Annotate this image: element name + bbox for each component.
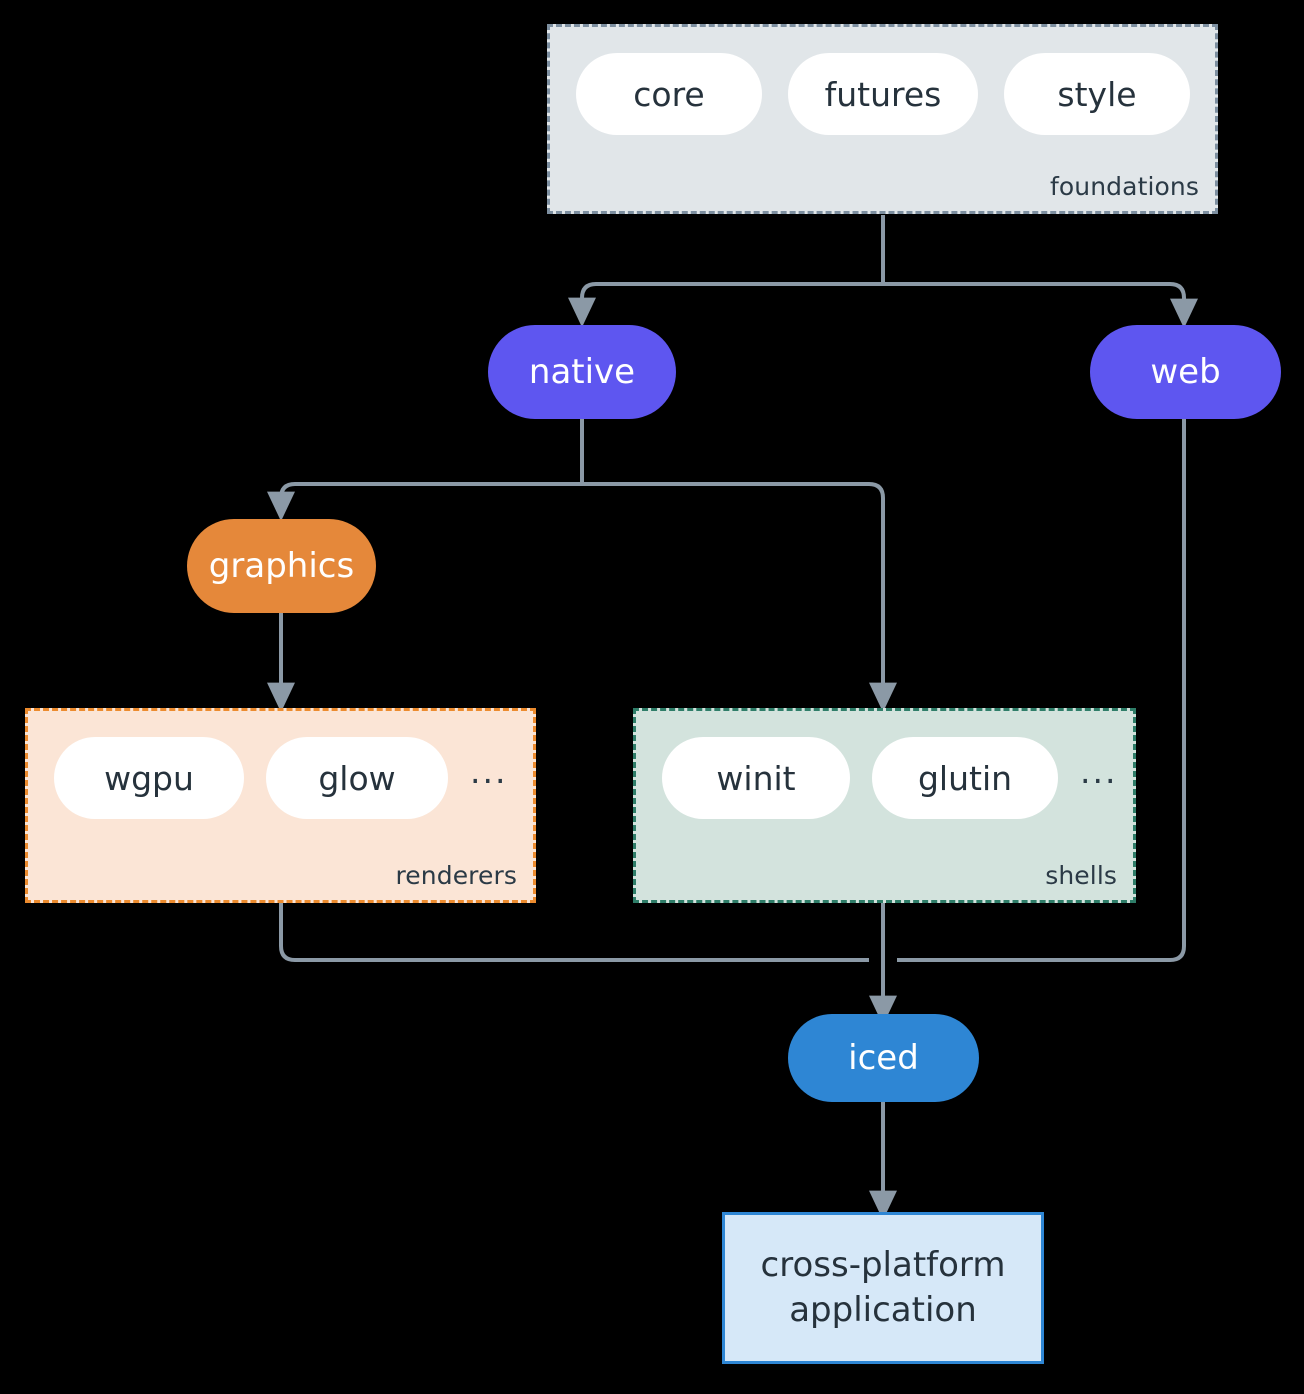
edge-native-graphics [267, 482, 582, 522]
group-foundations: core futures style foundations [547, 24, 1218, 214]
application-label-line2: application [789, 1290, 977, 1330]
node-native-label: native [528, 352, 636, 392]
edge-foundations-web [883, 282, 1199, 329]
chip-core[interactable]: core [576, 53, 762, 135]
node-native[interactable]: native [488, 325, 676, 419]
edge-foundations-native [568, 282, 883, 328]
application-label-line1: cross-platform [760, 1245, 1006, 1286]
chip-wgpu[interactable]: wgpu [54, 737, 244, 819]
renderers-ellipsis: ... [470, 751, 508, 791]
group-label-renderers: renderers [395, 861, 517, 890]
shells-ellipsis: ... [1080, 751, 1118, 791]
group-shells: winit glutin ... shells [633, 708, 1136, 903]
edge-native-shells [582, 482, 898, 713]
foundations-chip-row: core futures style [576, 53, 1190, 135]
chip-style[interactable]: style [1004, 53, 1190, 135]
renderers-chip-row: wgpu glow ... [54, 737, 507, 819]
node-iced[interactable]: iced [788, 1014, 979, 1102]
group-renderers: wgpu glow ... renderers [25, 708, 536, 903]
group-label-shells: shells [1045, 861, 1117, 890]
group-label-foundations: foundations [1050, 172, 1199, 201]
shells-chip-row: winit glutin ... [662, 737, 1117, 819]
chip-futures[interactable]: futures [788, 53, 978, 135]
node-web[interactable]: web [1090, 325, 1281, 419]
node-application[interactable]: cross-platform application [722, 1212, 1044, 1364]
node-graphics-label: graphics [208, 546, 355, 586]
node-graphics[interactable]: graphics [187, 519, 376, 613]
edge-renderers-iced [279, 903, 869, 962]
chip-glow[interactable]: glow [266, 737, 448, 819]
chip-winit[interactable]: winit [662, 737, 850, 819]
node-web-label: web [1150, 352, 1221, 392]
node-iced-label: iced [848, 1038, 919, 1078]
chip-glutin[interactable]: glutin [872, 737, 1058, 819]
